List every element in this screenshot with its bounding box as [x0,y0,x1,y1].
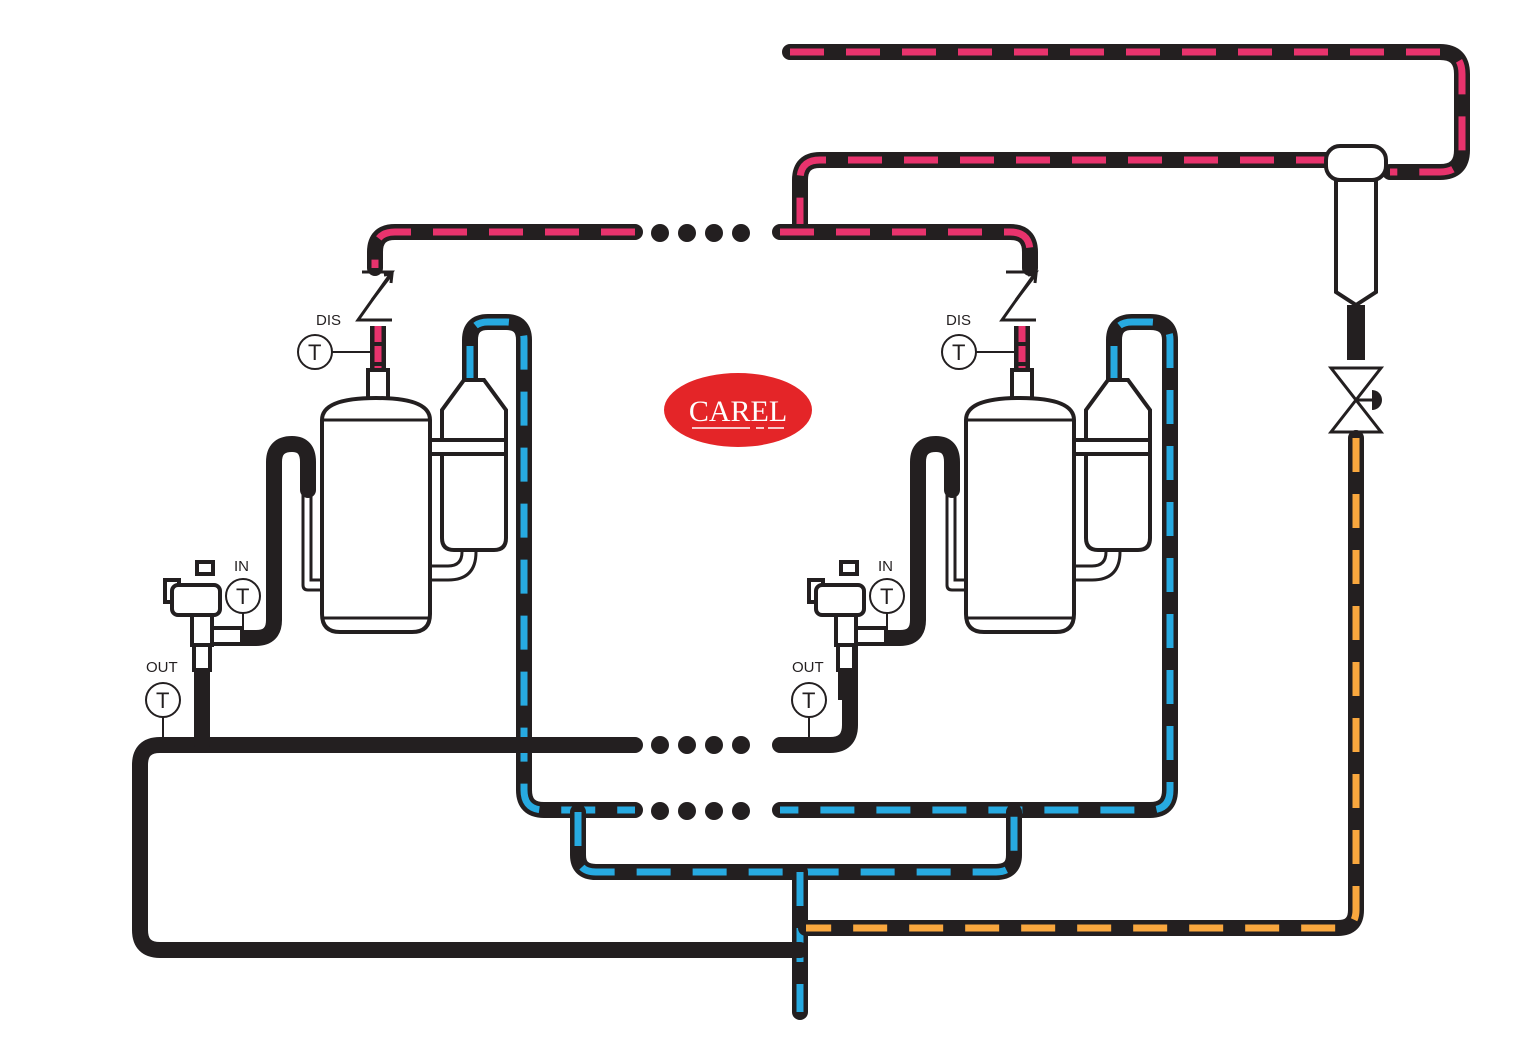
logo-text: CAREL [689,395,787,428]
expansion-valve-2 [807,560,888,672]
accumulator-1 [428,378,508,582]
sensor-out-2: OUT T [791,659,827,738]
suction-ellipsis [651,802,750,820]
svg-text:T: T [952,340,965,365]
svg-text:T: T [802,688,815,713]
sensor-in-1: IN T [225,558,261,632]
svg-text:OUT: OUT [792,659,824,676]
discharge-line-header [367,152,1338,276]
check-valve-1-icon [355,270,395,322]
carel-logo: CAREL [664,373,812,447]
liquid-line [798,430,1364,936]
svg-text:T: T [308,340,321,365]
svg-text:IN: IN [878,558,893,575]
suction-line-1 [462,314,643,818]
equalization-ellipsis [651,736,750,754]
evaporator-return-2 [876,436,960,646]
svg-text:DIS: DIS [946,312,971,329]
svg-text:T: T [880,584,893,609]
sensor-dis-2: DIS T [941,312,1016,370]
solenoid-valve-icon [1327,366,1385,434]
svg-text:T: T [236,584,249,609]
compressor-1 [301,368,432,634]
svg-text:OUT: OUT [146,659,178,676]
svg-text:DIS: DIS [316,312,341,329]
valve-outlet-pipes [194,670,854,745]
discharge-line-top [782,44,1470,180]
return-line-black [132,622,858,958]
compressor-2 [945,368,1076,634]
discharge-ellipsis [651,224,750,242]
suction-collector [570,804,1022,1020]
svg-text:IN: IN [234,558,249,575]
evaporator-return-1 [232,436,316,646]
suction-line-2 [772,314,1178,818]
receiver [1324,144,1388,360]
expansion-valve-1 [163,560,244,672]
sensor-out-1: OUT T [145,659,181,738]
accumulator-2 [1072,378,1152,582]
svg-text:T: T [156,688,169,713]
sensor-dis-1: DIS T [297,312,372,370]
check-valve-2-icon [999,270,1039,322]
sensor-in-2: IN T [869,558,905,632]
